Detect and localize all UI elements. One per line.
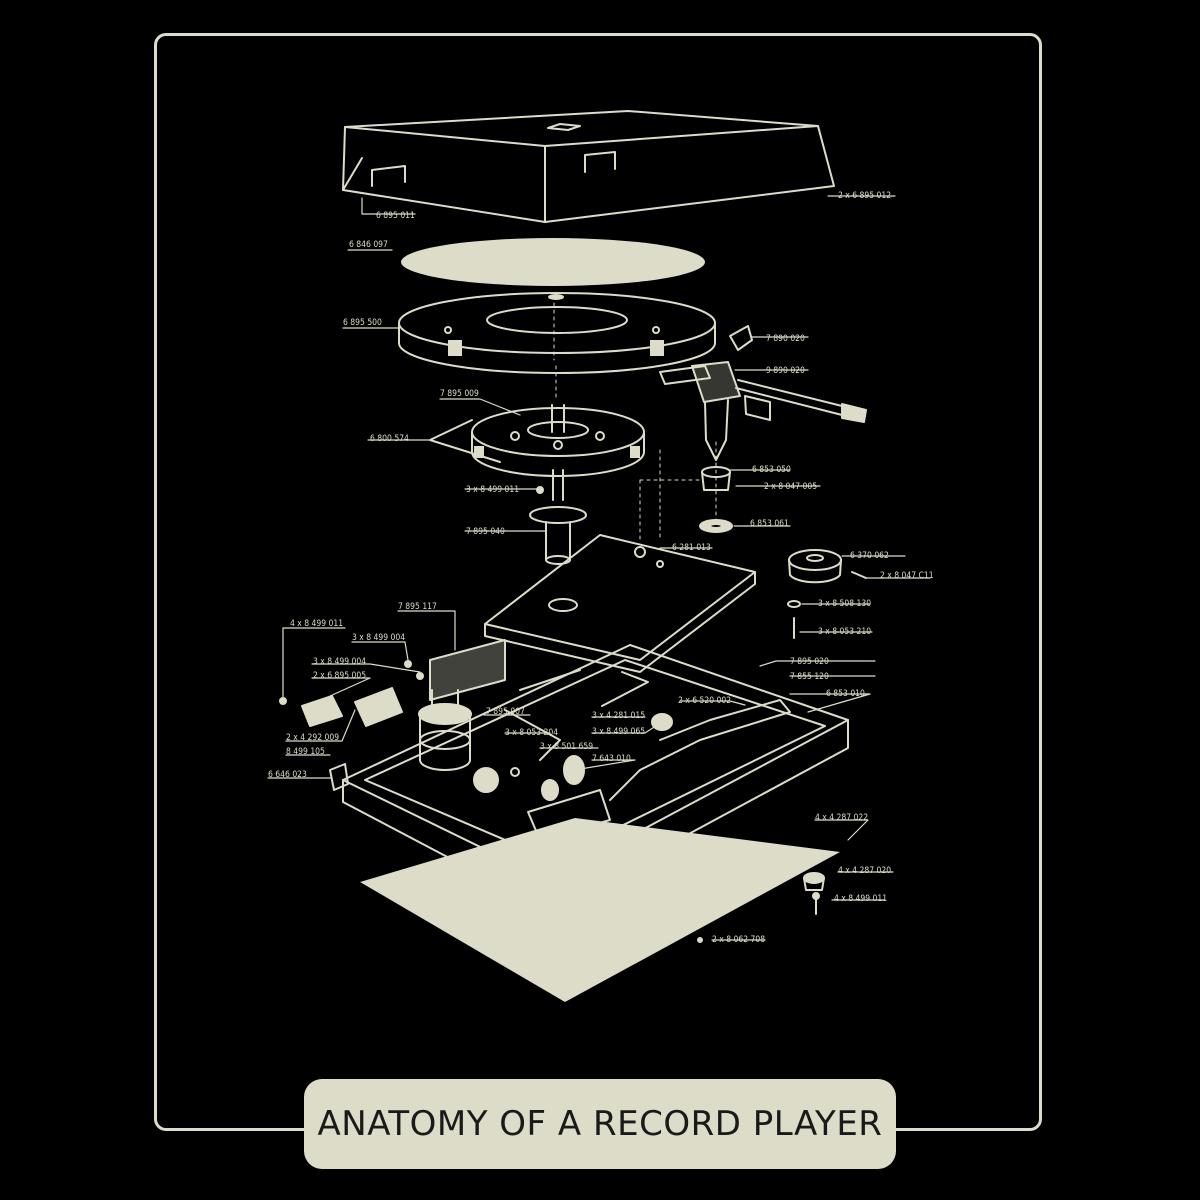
label-arm-base: 6 853 050 bbox=[752, 465, 791, 475]
platter bbox=[398, 292, 716, 374]
label-bracket: 2 x 6 895 005 bbox=[313, 671, 366, 681]
label-foot-screw: 4 x 8 499 011 bbox=[834, 894, 887, 904]
top-plate bbox=[484, 534, 756, 673]
label-mech-a: 3 x 4 281 015 bbox=[592, 711, 645, 721]
construction-lines bbox=[553, 295, 717, 541]
label-screw-c: 3 x 8 499 004 bbox=[313, 657, 366, 667]
label-knob-pin: 2 x 8 047 C11 bbox=[880, 571, 934, 581]
label-arm-base-screw: 2 x 8 047 005 bbox=[764, 482, 817, 492]
poster-title: ANATOMY OF A RECORD PLAYER bbox=[317, 1104, 883, 1144]
label-screw-a: 4 x 8 499 011 bbox=[290, 619, 343, 629]
label-chassis-c: 6 853 010 bbox=[826, 689, 865, 699]
label-tonearm-rest: 7 890 020 bbox=[766, 334, 805, 344]
dust-cover bbox=[342, 110, 835, 223]
base-plate bbox=[360, 818, 840, 1002]
label-bracket-screw: 2 x 4 292 009 bbox=[286, 733, 339, 743]
label-tonearm: 9 890 020 bbox=[766, 366, 805, 376]
label-arm-lever: 2 x 6 520 002 bbox=[678, 696, 731, 706]
label-mech-d: 3 x 8 501 659 bbox=[540, 742, 593, 752]
label-dust-cover: 6 895 011 bbox=[376, 211, 415, 221]
label-mech-c: 3 x 8 053 204 bbox=[505, 728, 558, 738]
label-chassis-b: 7 855 120 bbox=[790, 672, 829, 682]
label-inner-platter: 7 895 009 bbox=[440, 389, 479, 399]
knob-assembly bbox=[787, 549, 867, 639]
label-screw-top: 3 x 8 499 011 bbox=[466, 485, 519, 495]
label-dust-cover-hinge: 2 x 6 895 012 bbox=[838, 191, 891, 201]
label-spindle-bearing: 7 895 040 bbox=[466, 527, 505, 537]
label-belt: 6 800 574 bbox=[370, 434, 409, 444]
label-screw-long: 3 x 8 053 210 bbox=[818, 627, 871, 637]
label-motor-screw: 8 499 105 bbox=[286, 747, 325, 757]
title-plate: ANATOMY OF A RECORD PLAYER bbox=[304, 1079, 896, 1169]
label-arm-washer: 6 853 061 bbox=[750, 519, 789, 529]
label-screw-b: 3 x 8 499 004 bbox=[352, 633, 405, 643]
label-plug: 6 646 023 bbox=[268, 770, 307, 780]
inner-platter bbox=[429, 404, 645, 477]
label-knob: 6 370 062 bbox=[850, 551, 889, 561]
label-foot-a: 4 x 4 287 022 bbox=[815, 813, 868, 823]
label-washer-small: 3 x 8 508 130 bbox=[818, 599, 871, 609]
leader-lines bbox=[267, 195, 931, 941]
tonearm bbox=[659, 325, 867, 461]
feet bbox=[697, 872, 825, 943]
label-base-screw: 2 x 8 062 708 bbox=[712, 935, 765, 945]
spindle-bearing bbox=[529, 469, 587, 565]
label-foot-b: 4 x 4 287 020 bbox=[838, 866, 891, 876]
motor-assembly bbox=[418, 639, 506, 771]
label-top-plate: 6 281 013 bbox=[672, 543, 711, 553]
label-platter: 6 895 500 bbox=[343, 318, 382, 328]
part-labels: 6 895 011 2 x 6 895 012 6 846 097 6 895 … bbox=[268, 191, 934, 945]
label-chassis-a: 7 895 020 bbox=[790, 657, 829, 667]
side-brackets bbox=[279, 660, 424, 791]
platter-mat bbox=[401, 238, 705, 286]
label-mat: 6 846 097 bbox=[349, 240, 388, 250]
label-motor-pulley: 7 895 007 bbox=[486, 707, 525, 717]
label-mech-b: 3 x 8 499 065 bbox=[592, 727, 645, 737]
label-mech-e: 7 643 010 bbox=[592, 754, 631, 764]
label-motor-assembly: 7 895 117 bbox=[398, 602, 437, 612]
